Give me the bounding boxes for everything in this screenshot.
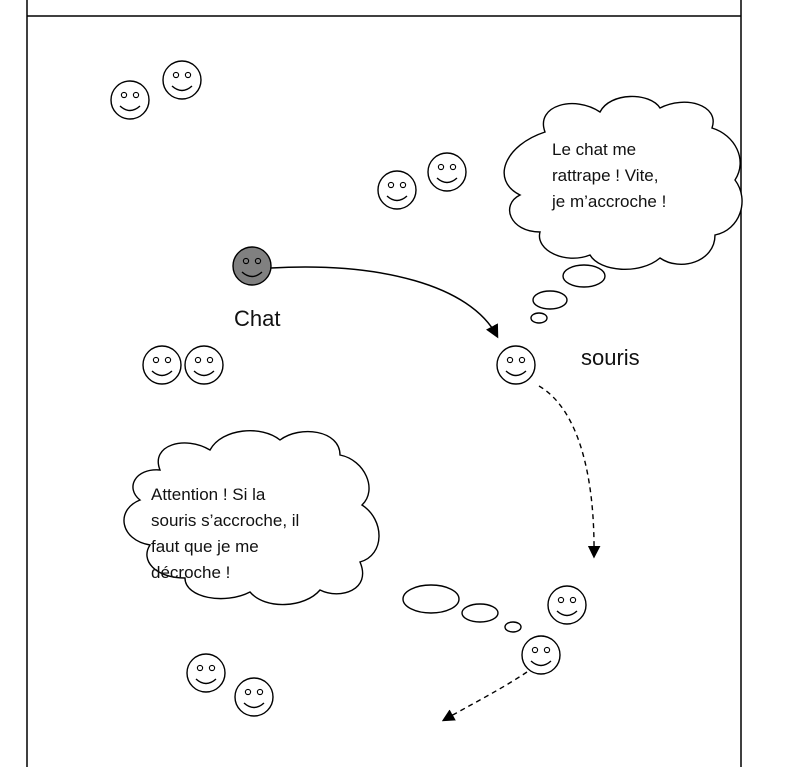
cat-chase-arrow <box>270 266 499 339</box>
mouse-thought-line: je m’accroche ! <box>552 192 667 211</box>
player-smiley-icon <box>162 60 202 100</box>
mouse-thought-text: Le chat me rattrape ! Vite, je m’accroch… <box>552 137 666 215</box>
cat-label: Chat <box>234 306 281 331</box>
mouse-label: souris <box>581 345 640 370</box>
player-smiley-icon <box>427 152 467 192</box>
mouse-thought-line: Le chat me <box>552 140 637 159</box>
peer-thought-cloud <box>123 430 522 633</box>
player-smiley-icon <box>110 80 150 120</box>
player-smiley-icon <box>547 585 587 625</box>
player-smiley-icon <box>234 677 274 717</box>
peer-exit-arrow <box>441 671 528 722</box>
player-smiley-icon <box>521 635 561 675</box>
peer-thought-line: faut que je me <box>151 537 259 556</box>
cat-smiley-icon <box>232 246 272 286</box>
player-smiley-icon <box>142 345 182 385</box>
player-smiley-icon <box>184 345 224 385</box>
mouse-smiley-icon <box>496 345 536 385</box>
peer-thought-text: Attention ! Si la souris s’accroche, il … <box>151 482 299 586</box>
mouse-run-arrow <box>538 385 601 559</box>
mouse-thought-line: rattrape ! Vite, <box>552 166 659 185</box>
peer-thought-line: décroche ! <box>151 563 231 582</box>
player-smiley-icon <box>377 170 417 210</box>
peer-thought-line: souris s’accroche, il <box>151 511 300 530</box>
field-border <box>26 0 742 767</box>
peer-thought-line: Attention ! Si la <box>151 485 266 504</box>
player-smiley-icon <box>186 653 226 693</box>
mouse-thought-cloud <box>503 95 743 324</box>
